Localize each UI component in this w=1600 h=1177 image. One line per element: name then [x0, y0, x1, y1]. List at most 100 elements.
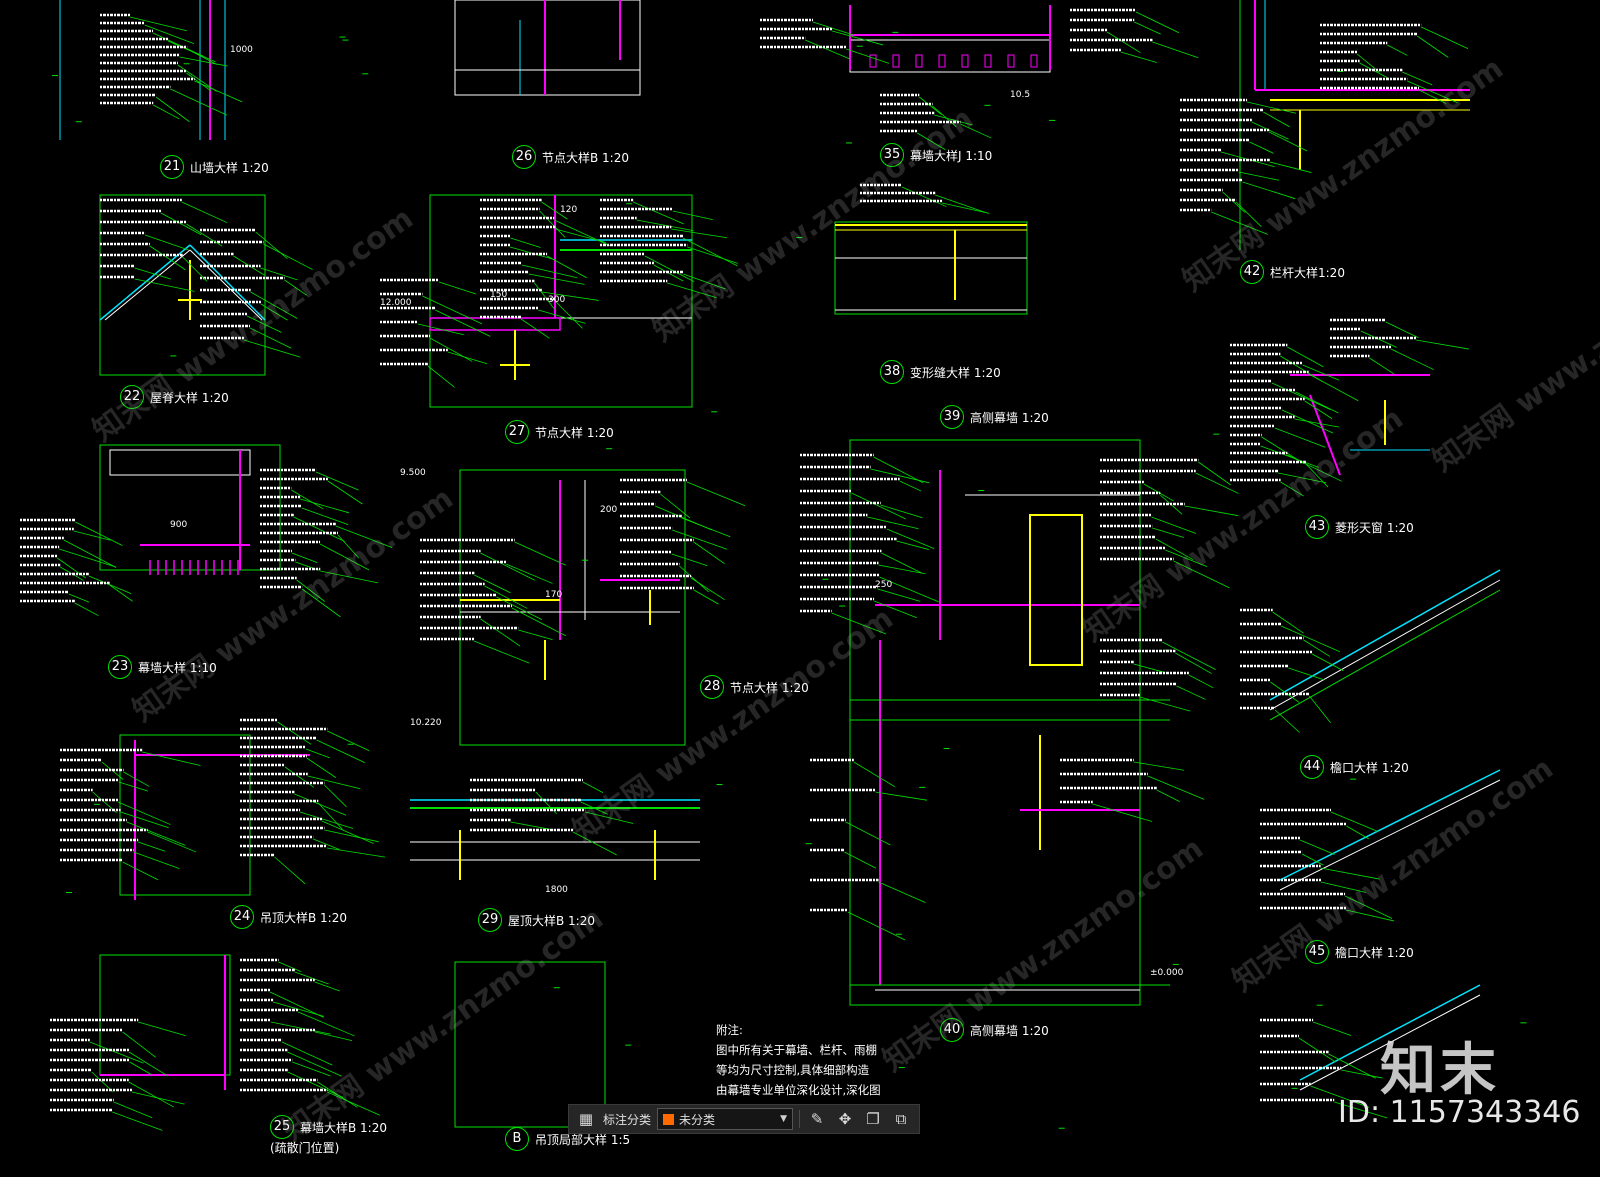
leader-line	[934, 114, 973, 126]
dimension-label: 300	[548, 295, 566, 305]
leader-line	[123, 771, 150, 787]
detail-title: 幕墙大样B 1:20	[300, 1121, 387, 1135]
leader-line	[1263, 111, 1290, 128]
leader-line	[1305, 463, 1329, 488]
leader-line	[541, 291, 599, 301]
leader-line	[1301, 853, 1324, 866]
leader-line	[131, 1091, 185, 1105]
detail-number-circle: 24	[230, 905, 254, 929]
paste-icon[interactable]: ⧉	[895, 1110, 907, 1128]
leader-line	[1346, 825, 1369, 840]
leader-line	[919, 96, 942, 115]
dimension-label: 200	[600, 505, 618, 515]
leader-line	[585, 811, 634, 824]
dimension-label: 900	[170, 520, 188, 530]
leader-line	[181, 201, 228, 224]
leader-line	[307, 775, 361, 790]
leader-line	[1152, 527, 1184, 538]
chevron-down-icon: ▼	[780, 1114, 788, 1124]
leader-line	[672, 210, 713, 221]
leader-line	[246, 315, 282, 333]
detail-number-circle: 38	[880, 360, 904, 384]
dimension-label: 10.5	[1010, 90, 1031, 100]
leader-line	[539, 210, 566, 238]
leader-line	[812, 21, 854, 36]
leader-line	[186, 223, 223, 247]
leader-line	[1251, 121, 1289, 140]
leader-line	[305, 748, 331, 759]
leader-line	[805, 39, 850, 60]
leader-line	[128, 1081, 174, 1108]
leader-line	[935, 194, 987, 214]
dimension-label: 12.000	[380, 298, 412, 308]
leader-line	[133, 851, 180, 869]
leader-line	[447, 351, 488, 365]
leader-line	[554, 219, 611, 247]
leader-line	[294, 971, 329, 985]
cad-rect	[1030, 54, 1038, 68]
edit-icon[interactable]: ✎	[810, 1110, 824, 1128]
leader-line	[873, 600, 917, 619]
leader-line	[317, 802, 343, 830]
leader-line	[484, 585, 528, 609]
detail-title: 屋脊大样 1:20	[150, 391, 229, 405]
cad-rect	[1029, 514, 1083, 666]
leader-line	[270, 1021, 331, 1035]
detail-title: 高侧幕墙 1:20	[970, 1024, 1049, 1038]
leader-line	[182, 256, 208, 282]
leader-line	[170, 88, 228, 116]
leader-line	[1188, 674, 1214, 689]
leader-line	[1390, 348, 1435, 371]
leader-line	[520, 318, 550, 339]
leader-line	[879, 576, 939, 603]
leader-line	[1341, 1069, 1383, 1079]
leader-line	[1270, 681, 1300, 703]
move-icon[interactable]: ✥	[838, 1110, 852, 1128]
leader-line	[693, 589, 719, 605]
leader-line	[1294, 418, 1340, 428]
leader-line	[128, 1051, 168, 1077]
cad-rect	[915, 54, 923, 68]
leader-line	[480, 552, 535, 581]
leader-line	[1402, 71, 1433, 86]
leader-line	[1260, 445, 1319, 468]
leader-line	[1416, 339, 1469, 350]
leader-line	[873, 456, 924, 484]
leader-line	[960, 123, 992, 139]
leader-line	[1173, 560, 1230, 589]
leader-line	[281, 1041, 333, 1066]
copy-icon[interactable]: ❐	[866, 1110, 880, 1128]
leader-line	[1238, 171, 1280, 181]
cad-line	[99, 244, 191, 321]
leader-line	[1334, 1101, 1388, 1119]
leader-line	[1387, 44, 1408, 56]
leader-line	[1120, 51, 1157, 63]
leader-line	[541, 201, 568, 220]
leader-line	[580, 801, 608, 815]
leader-line	[250, 291, 298, 319]
detail-linework	[51, 0, 1527, 1129]
leader-line	[63, 539, 117, 568]
leader-line	[296, 579, 326, 602]
leader-line	[690, 577, 725, 600]
leader-line	[144, 24, 195, 45]
notes-line: 由幕墙专业单位深化设计,深化图	[716, 1083, 881, 1097]
leader-line	[138, 841, 166, 852]
leader-line	[1311, 653, 1344, 672]
leader-line	[299, 811, 354, 829]
leader-line	[667, 282, 717, 299]
leader-line	[896, 540, 929, 550]
leader-line	[314, 981, 340, 992]
leader-line	[327, 480, 363, 505]
cad-rect	[938, 54, 946, 68]
leader-line	[1288, 667, 1325, 681]
leader-line	[293, 516, 345, 542]
leader-line	[314, 1031, 353, 1042]
leader-line	[870, 468, 930, 484]
grid-icon[interactable]: ▦	[578, 1110, 594, 1128]
detail-number-circle: 23	[108, 655, 132, 679]
category-select[interactable]: 未分类 ▼	[657, 1108, 794, 1130]
leader-line	[1346, 909, 1395, 922]
leader-line	[278, 961, 302, 972]
